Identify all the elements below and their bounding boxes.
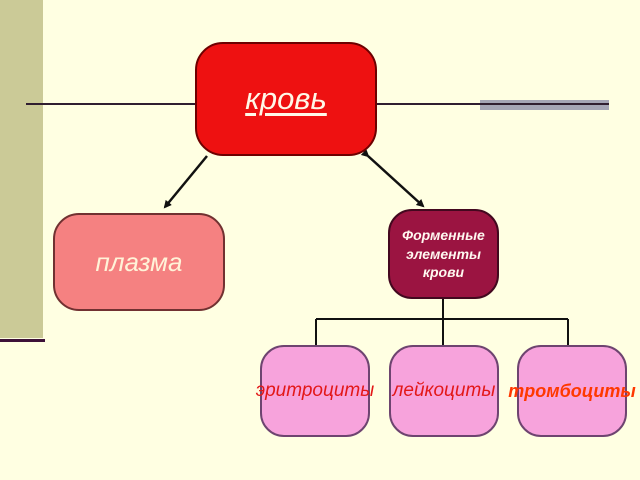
node-leukocytes: лейкоциты <box>389 345 499 437</box>
arrow-root-to-formed-elements <box>360 149 425 208</box>
arrow-root-to-plasma <box>163 155 208 209</box>
node-erythrocytes: эритроциты <box>256 345 374 437</box>
node-plasma-label: плазма <box>95 246 183 277</box>
node-erythrocytes-label: эритроциты <box>255 380 375 401</box>
accent-bar-underline <box>0 339 45 342</box>
node-blood-label: кровь <box>245 81 327 116</box>
node-formed-elements: Форменные элементы крови <box>388 209 499 299</box>
connector-formed-to-leaves <box>315 299 569 347</box>
node-platelets: тромбоциты <box>508 345 636 437</box>
node-platelets-label: тромбоциты <box>508 380 636 401</box>
node-formed-elements-label: Форменные элементы крови <box>402 227 485 281</box>
node-blood: кровь <box>195 42 377 156</box>
left-accent-bar <box>0 0 43 338</box>
node-leukocytes-label: лейкоциты <box>392 380 496 401</box>
node-plasma: плазма <box>53 213 225 311</box>
gray-rule-segment <box>480 100 609 110</box>
